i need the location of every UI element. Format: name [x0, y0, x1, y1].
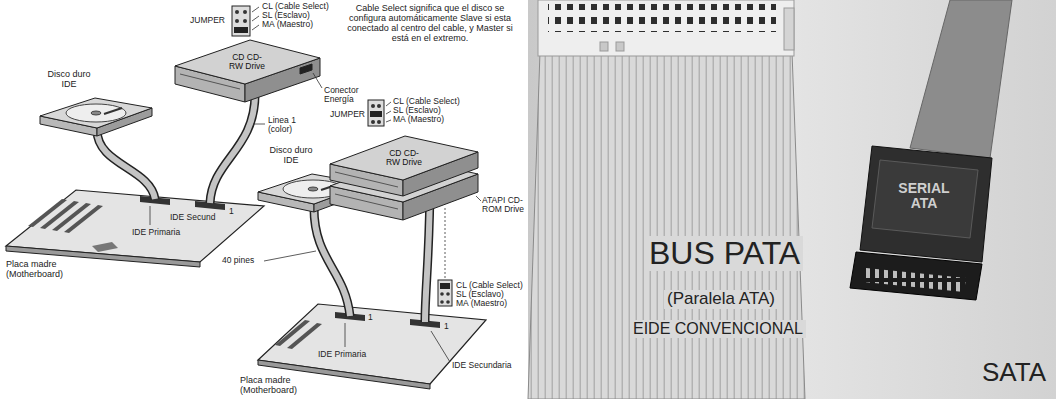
label-holder: Linea 1 (color) — [268, 116, 308, 135]
part-label: 40 pines — [222, 256, 254, 265]
jumper-middle — [368, 100, 391, 126]
label-holder: JUMPER — [330, 110, 365, 119]
label-holder: SL (Esclavo) — [393, 106, 441, 115]
motherboard-upper — [6, 190, 264, 267]
part-label: JUMPER — [330, 110, 365, 119]
drive-label-area: CD CD-RW Drive — [226, 53, 268, 71]
part-label: 1 — [368, 313, 373, 322]
leader-lines-lower — [264, 196, 481, 362]
label-holder: IDE Primaria — [318, 350, 366, 359]
label-holder: IDE Primaria — [132, 228, 180, 237]
label-holder: CL (Cable Select) — [262, 2, 329, 11]
part-label: Placa madre (Motherboard) — [6, 260, 86, 280]
label-holder: 1 — [229, 207, 234, 216]
label-holder: SATA — [982, 358, 1046, 387]
cd-drive-upper — [175, 40, 320, 102]
label-holder: Disco duro IDE — [44, 70, 94, 90]
label-holder: SL (Esclavo) — [456, 290, 504, 299]
part-label: JUMPER — [190, 16, 225, 25]
hard-disk-upper — [40, 98, 152, 136]
label-holder: EIDE CONVENCIONAL — [630, 320, 806, 338]
part-label: SL (Esclavo) — [393, 106, 441, 115]
node-text: CD CD-RW Drive — [383, 149, 425, 167]
part-label: (Paralela ATA) — [664, 290, 778, 309]
part-label: CL (Cable Select) — [456, 281, 523, 290]
drive-label-area: SERIAL ATA — [891, 181, 957, 210]
part-label: EIDE CONVENCIONAL — [630, 320, 806, 338]
label-holder: Disco duro IDE — [266, 146, 316, 166]
part-label: SL (Esclavo) — [262, 11, 310, 20]
part-label: SATA — [982, 358, 1046, 387]
motherboard-lower — [258, 304, 486, 389]
cable-photo — [528, 0, 1056, 399]
label-holder: 1 — [444, 322, 449, 331]
part-label: CL (Cable Select) — [262, 2, 329, 11]
part-label: Linea 1 (color) — [268, 116, 308, 135]
cd-drive-lower — [330, 136, 478, 196]
label-holder: MA (Maestro) — [393, 115, 444, 124]
label-holder: 40 pines — [222, 256, 254, 265]
label-holder: CL (Cable Select) — [393, 97, 460, 106]
jumper-upper — [232, 6, 259, 36]
part-label: MA (Maestro) — [456, 299, 507, 308]
label-holder: Cable Select significa que el disco se c… — [338, 4, 522, 44]
label-holder: Conector Energía — [324, 86, 370, 105]
part-label: Placa madre (Motherboard) — [240, 376, 320, 396]
node-text: SERIAL ATA — [891, 181, 957, 210]
label-holder: (Paralela ATA) — [664, 290, 778, 309]
node-text: CD CD-RW Drive — [226, 53, 268, 71]
label-holder: IDE Secundaria — [452, 361, 512, 370]
label-holder: SL (Esclavo) — [262, 11, 310, 20]
label-holder: IDE Secund — [170, 213, 215, 222]
label-holder: 1 — [368, 313, 373, 322]
part-label: BUS PATA — [646, 236, 803, 271]
part-label: ATAPI CD-ROM Drive — [482, 196, 526, 215]
part-label: IDE Secund — [170, 213, 215, 222]
part-label: IDE Primaria — [132, 228, 180, 237]
part-label: SL (Esclavo) — [456, 290, 504, 299]
part-label: Cable Select significa que el disco se c… — [338, 4, 522, 44]
label-holder: Placa madre (Motherboard) — [6, 260, 86, 280]
part-label: IDE Secundaria — [452, 361, 512, 370]
part-label: Disco duro IDE — [44, 70, 94, 90]
label-holder: MA (Maestro) — [262, 20, 313, 29]
part-label: Disco duro IDE — [266, 146, 316, 166]
jumper-lower — [438, 208, 452, 306]
label-holder: MA (Maestro) — [456, 299, 507, 308]
part-label: CL (Cable Select) — [393, 97, 460, 106]
label-holder: ATAPI CD-ROM Drive — [482, 196, 526, 215]
label-holder: JUMPER — [190, 16, 225, 25]
label-holder: Placa madre (Motherboard) — [240, 376, 320, 396]
leader-lines-upper — [150, 73, 322, 225]
label-holder: CL (Cable Select) — [456, 281, 523, 290]
part-label: MA (Maestro) — [393, 115, 444, 124]
part-label: 1 — [229, 207, 234, 216]
part-label: MA (Maestro) — [262, 20, 313, 29]
part-label: Conector Energía — [324, 86, 370, 105]
label-holder: BUS PATA — [646, 236, 803, 271]
part-label: IDE Primaria — [318, 350, 366, 359]
part-label: 1 — [444, 322, 449, 331]
drive-label-area: CD CD-RW Drive — [383, 149, 425, 167]
